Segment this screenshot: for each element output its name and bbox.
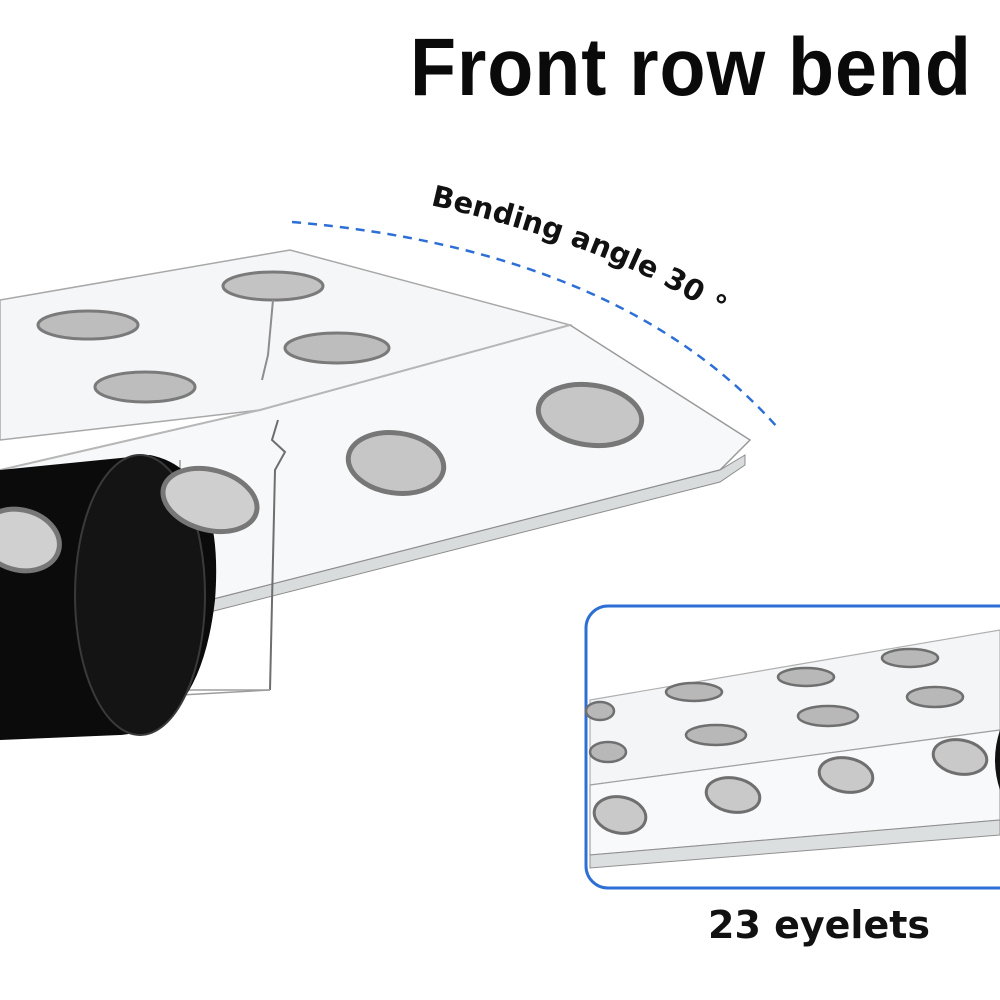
acrylic-holder-inset <box>584 629 1000 869</box>
acrylic-holder-main <box>0 249 752 740</box>
inset-caption: 23 eyelets <box>708 903 931 947</box>
inset-frame <box>584 604 1000 890</box>
bend-angle-arc <box>291 220 779 429</box>
page-title: Front row bend <box>410 22 972 113</box>
